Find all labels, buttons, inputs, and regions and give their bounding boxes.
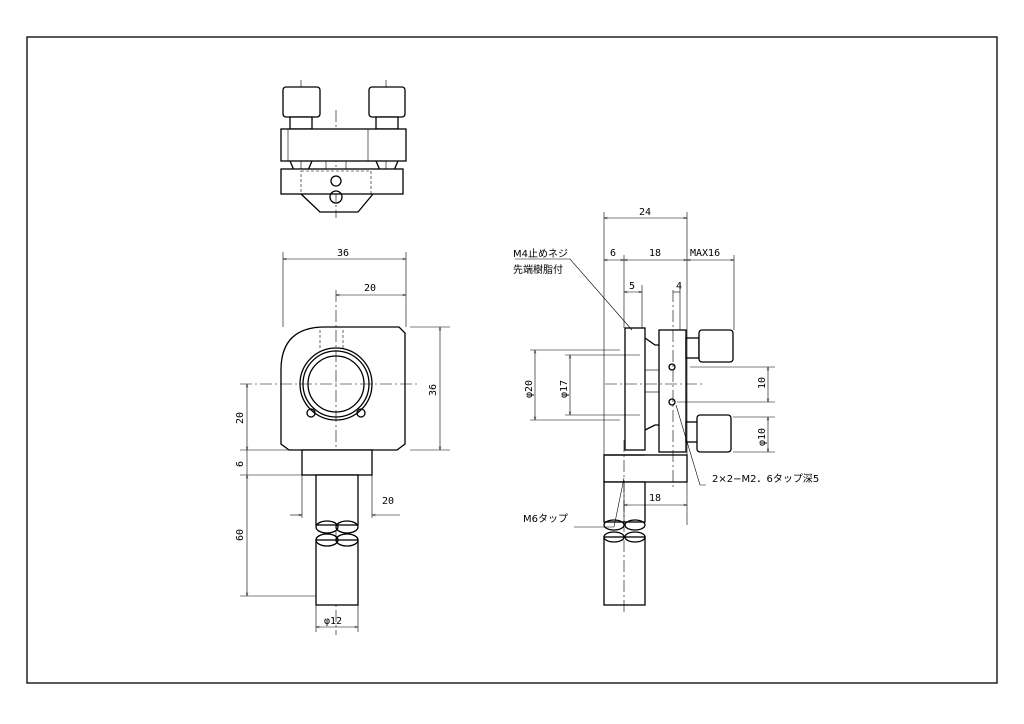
adjuster-plate (280, 128, 407, 162)
side-view: 24 6 18 MAX16 5 4 φ20 φ17 10 φ10 18 M4止め… (513, 207, 819, 612)
knob-right (368, 86, 406, 118)
dim-total-24: 24 (639, 207, 651, 218)
drawing-border (26, 36, 998, 684)
top-view (280, 80, 407, 218)
post-rod-lower (315, 539, 359, 606)
dim-knob-dia: φ10 (757, 428, 768, 446)
dim-aperture: φ20 (524, 380, 535, 398)
mirror-plate (624, 327, 646, 451)
dim-plate-6: 6 (610, 248, 616, 259)
dim-rod-dia: φ12 (324, 616, 342, 627)
front-view: 36 20 36 20 6 60 20 φ12 (235, 248, 450, 635)
dim-height-36: 36 (428, 384, 439, 396)
dim-center-height-20: 20 (235, 412, 246, 424)
mirror-plate-top (280, 168, 404, 195)
knob-lower (696, 414, 732, 453)
knob-left (282, 86, 321, 118)
dim-offset-4: 4 (676, 281, 682, 292)
dim-base-18: 18 (649, 493, 661, 504)
dim-block-6: 6 (235, 461, 246, 467)
dim-body-18: 18 (649, 248, 661, 259)
side-base (603, 454, 688, 483)
note-resin-tip: 先端樹脂付 (513, 263, 563, 276)
dim-post-60: 60 (235, 529, 246, 541)
dim-knob-max16: MAX16 (690, 248, 720, 259)
post-rod-upper (315, 474, 359, 526)
note-setscrew: M4止めネジ (513, 248, 568, 260)
dim-center-20: 20 (364, 283, 376, 294)
dim-clear: φ17 (559, 380, 570, 398)
dim-mirror-5: 5 (629, 281, 635, 292)
post-block (301, 449, 373, 476)
note-post-tap: M6タップ (523, 513, 568, 525)
note-tap-holes: 2×2−M2．6タップ深5 (712, 473, 819, 485)
knob-upper (698, 329, 734, 363)
adjuster-body (658, 329, 687, 453)
dim-knob-spacing: 10 (757, 377, 768, 389)
dim-width-36: 36 (337, 248, 349, 259)
dim-post-20: 20 (382, 496, 394, 507)
